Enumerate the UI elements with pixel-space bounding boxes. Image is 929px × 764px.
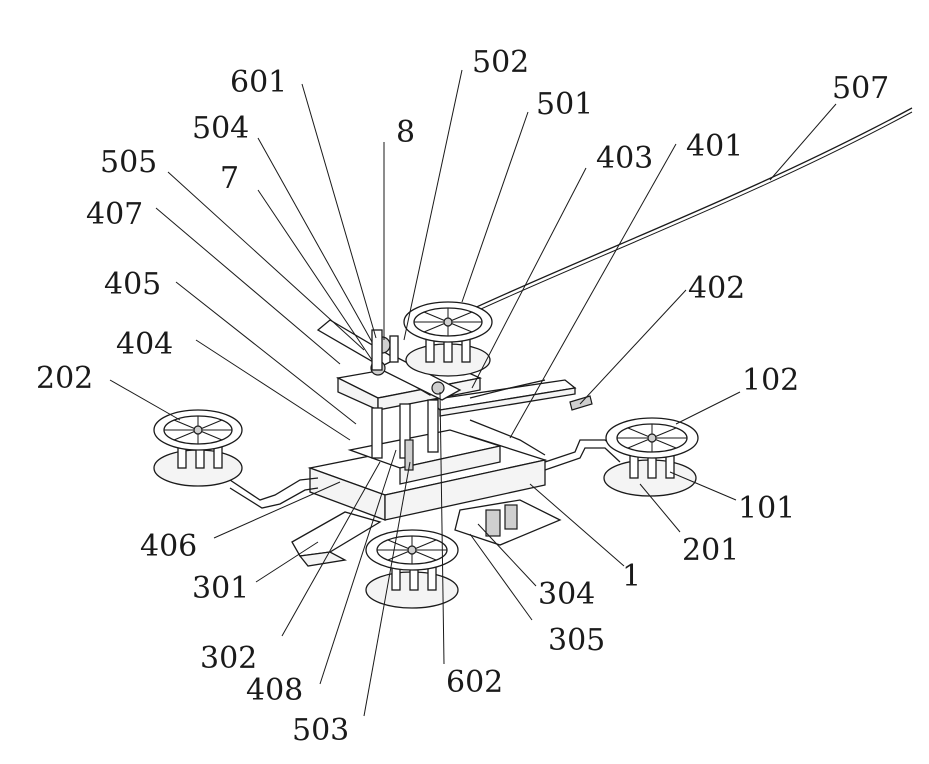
label-407: 407 (86, 197, 143, 232)
label-503: 503 (292, 713, 349, 748)
label-602: 602 (446, 665, 503, 700)
left-arm (230, 478, 318, 508)
label-302: 302 (200, 641, 257, 676)
label-304: 304 (538, 577, 595, 612)
label-1: 1 (622, 559, 641, 594)
wheel-503 (366, 530, 458, 608)
label-101: 101 (738, 491, 795, 526)
label-403: 403 (596, 141, 653, 176)
label-401: 401 (686, 129, 743, 164)
label-505: 505 (100, 145, 157, 180)
wheel-102 (604, 418, 698, 496)
label-305: 305 (548, 623, 605, 658)
label-504: 504 (192, 111, 249, 146)
label-408: 408 (246, 673, 303, 708)
label-404: 404 (116, 327, 173, 362)
label-202: 202 (36, 361, 93, 396)
top-pulley-501 (404, 302, 492, 376)
wheel-202 (154, 410, 242, 486)
label-7: 7 (220, 161, 239, 196)
label-301: 301 (192, 571, 249, 606)
label-201: 201 (682, 533, 739, 568)
label-507: 507 (832, 71, 889, 106)
label-406: 406 (140, 529, 197, 564)
label-405: 405 (104, 267, 161, 302)
label-102: 102 (742, 363, 799, 398)
label-402: 402 (688, 271, 745, 306)
label-601: 601 (230, 65, 287, 100)
label-501: 501 (536, 87, 593, 122)
label-502: 502 (472, 45, 529, 80)
label-8: 8 (396, 115, 415, 150)
